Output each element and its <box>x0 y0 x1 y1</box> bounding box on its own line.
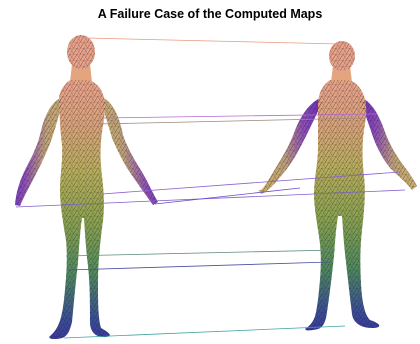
correspondence-line <box>86 38 340 44</box>
correspondence-line <box>68 262 330 270</box>
correspondence-line <box>155 188 300 204</box>
left-body-mesh <box>15 35 158 339</box>
correspondence-line <box>66 250 335 256</box>
right-body-mesh <box>258 41 417 330</box>
